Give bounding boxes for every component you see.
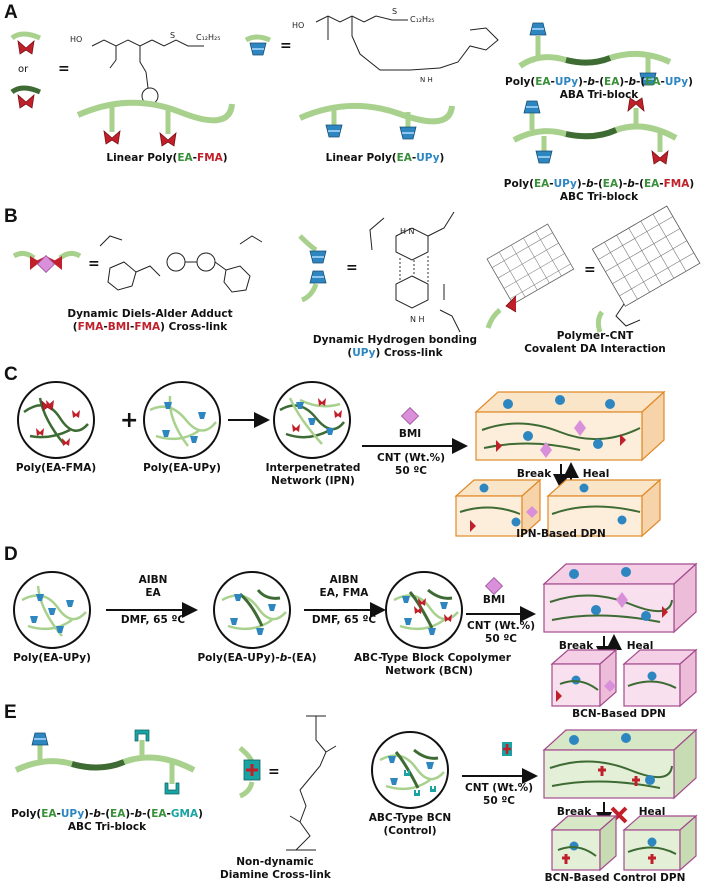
abc-triblock-gma-chain [14,729,196,795]
poly-ea-upy-label: Poly(EA-UPy) [143,462,221,474]
cnt-d-condition-label: CNT (Wt.%)50 ºC [466,620,536,645]
linear-poly-ea-upy-chain [298,102,455,140]
svg-text:C₁₂H₂₅: C₁₂H₂₅ [410,15,434,24]
ipn-network-circle [273,381,351,459]
svg-text:=: = [584,262,596,278]
panel-b: = = [12,205,701,333]
heal-label: Heal [582,468,610,480]
poly-ea-fma-label: Poly(EA-FMA) [15,462,97,474]
poly-ea-upy-b-ea-label: Poly(EA-UPy)-b-(EA) [197,652,317,664]
bmi-diamond-icon [401,407,419,425]
bmi-label: BMI [398,428,422,440]
fma-chemical-structure [91,39,204,105]
dmf-label-1: DMF, 65 ºC [120,614,186,626]
ipn-dpn-label: IPN-Based DPN [516,528,606,540]
upy-dimer-chemical-structure [369,211,461,333]
linear-poly-ea-fma-label: Linear Poly(EA-FMA) [106,152,228,164]
svg-text:+: + [120,408,138,433]
upy-chemical-structure [315,15,499,71]
heal-d-label: Heal [626,640,654,652]
hbond-label: Dynamic Hydrogen bonding (UPy) Cross-lin… [312,334,478,359]
cnt-e-condition-label: CNT (Wt.%)50 ºC [464,782,534,807]
abc-triblock-chain [512,97,678,165]
break-label: Break [516,468,552,480]
svg-text:or: or [18,64,29,75]
ipn-fma-marks-a [36,400,80,446]
panel-a: HO S C₁₂H₂₅ = or = HO S C₁₂H₂₅ N H [10,7,678,165]
panel-e: = [14,715,698,872]
control-bcn-label: ABC-Type BCN(Control) [368,812,452,837]
panel-d [13,562,698,708]
dmf-label-2: DMF, 65 ºC [311,614,377,626]
bcn-dpn-broken-blocks [550,648,698,708]
abc-triblock-gma-label: Poly(EA-UPy)-b-(EA)-b-(EA-GMA) ABC Tri-b… [11,808,203,833]
svg-text:S: S [170,31,175,40]
svg-text:=: = [268,764,280,780]
panel-label-d: D [4,544,18,565]
fma-monomer-icon [10,31,42,109]
aba-triblock-label: Poly(EA-UPy)-b-(EA)-b-(EA-UPy) ABA Tri-b… [505,76,693,101]
svg-text:S: S [392,7,397,16]
break-e-label: Break [556,806,592,818]
da-adduct-label: Dynamic Diels-Alder Adduct (FMA-BMI-FMA)… [67,308,233,333]
break-d-label: Break [558,640,594,652]
svg-text:=: = [346,260,358,276]
panel-label-b: B [4,206,18,227]
panel-label-c: C [4,364,18,385]
control-bcn-circle [371,731,449,809]
heal-e-label: Heal [638,806,666,818]
control-dpn-intact-block [542,728,698,800]
svg-text:HO: HO [292,21,304,30]
control-dpn-label: BCN-Based Control DPN [544,872,686,884]
ipn-dpn-broken-blocks [454,478,662,538]
bmi-diamond-icon-d [485,577,503,595]
ipn-component-a-circle [17,381,95,459]
svg-text:H N: H N [400,227,415,236]
panel-c: + [17,381,666,538]
hbond-dashes [399,256,429,282]
svg-text:C₁₂H₂₅: C₁₂H₂₅ [196,33,220,42]
aba-triblock-chain [518,22,672,86]
poly-ea-upy-d-label: Poly(EA-UPy) [13,652,91,664]
svg-text:HO: HO [70,35,82,44]
diamine-chemical-structure [286,715,337,851]
bcn-dpn-label: BCN-Based DPN [572,708,666,720]
linear-poly-ea-fma-chain [76,99,235,147]
cnt-adduct-chemical-structure [591,205,701,333]
svg-text:=: = [58,61,70,77]
da-adduct-chemical-structure [99,235,263,293]
poly-ea-upy-b-ea-circle [213,571,291,649]
linear-poly-ea-upy-label: Linear Poly(EA-UPy) [325,152,445,164]
diamine-crosslink-icon [238,746,261,799]
ipn-component-b-circle [143,381,221,459]
poly-ea-upy-circle [13,571,91,649]
bmi-d-label: BMI [482,594,506,606]
bcn-network-circle [385,571,463,649]
svg-text:=: = [88,256,100,272]
bcn-dpn-intact-block [542,562,698,634]
panel-label-e: E [4,702,17,723]
svg-text:N H: N H [420,76,433,84]
ipn-dpn-intact-block [474,390,666,462]
abc-triblock-label: Poly(EA-UPy)-b-(EA)-b-(EA-FMA) ABC Tri-b… [503,178,695,203]
cnt-condition-label: CNT (Wt.%)50 ºC [376,452,446,477]
upy-hbond-icon [298,234,327,303]
da-crosslink-icon [12,250,82,273]
svg-text:=: = [280,38,292,54]
svg-text:N H: N H [410,315,425,324]
panel-label-a: A [4,2,18,23]
upy-monomer-icon [244,34,271,56]
control-dpn-broken-blocks [550,814,698,872]
polymer-cnt-icon [485,223,575,329]
diamine-icon-small [502,742,512,756]
